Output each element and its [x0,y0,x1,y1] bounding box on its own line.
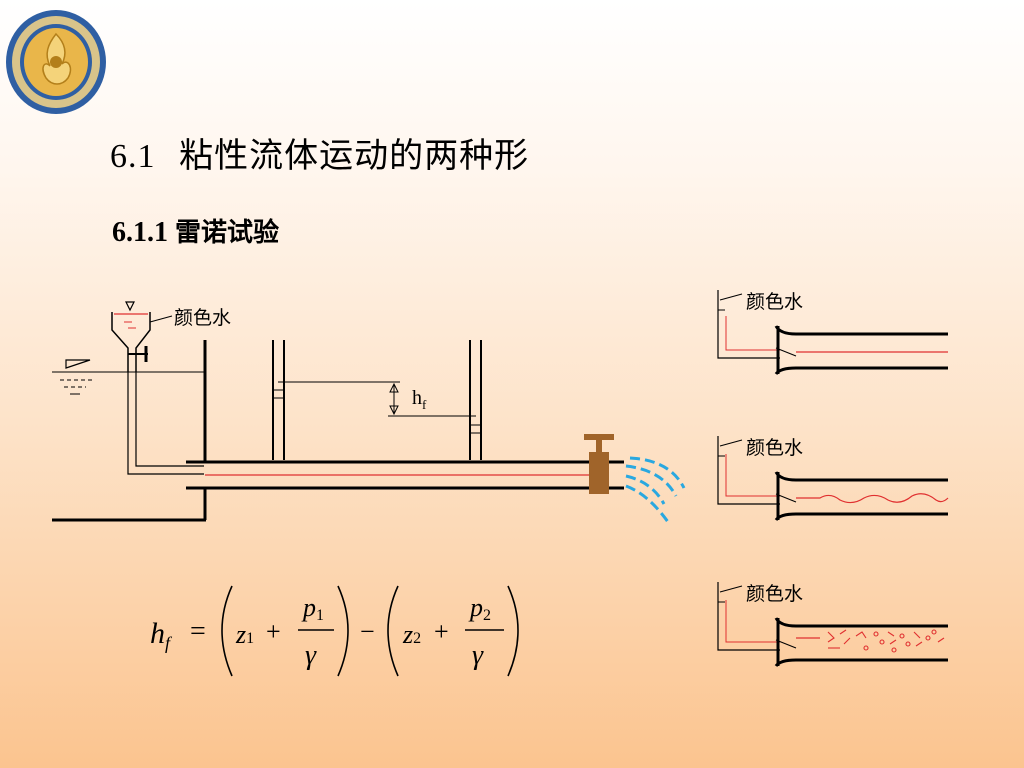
flow-panel-turbulent [717,582,948,667]
formula-z1: z1 [235,620,254,649]
university-seal-logo [6,10,106,114]
formula-left-paren-2 [387,585,399,677]
piezometer-tube-2 [469,340,482,460]
flow-panel-laminar [717,290,948,375]
flow-panel-turbulent-label: 颜色水 [746,583,803,605]
reynolds-apparatus: 颜色水 [52,301,686,523]
outlet-valve [584,434,614,494]
flow-panel-transition-label: 颜色水 [746,437,803,459]
piezometer-tube-1 [272,340,285,460]
formula-p1: p1 [301,593,324,624]
formula-right-paren-2 [507,585,519,677]
head-loss-indicator [278,381,476,417]
formula-right-paren-1 [337,585,349,677]
formula-p2: p2 [468,593,491,624]
dye-funnel [111,301,173,372]
apparatus-dye-label: 颜色水 [174,307,231,329]
page-title: 6.1 粘性流体运动的两种形 [110,128,529,177]
formula-left-paren-1 [221,585,233,677]
flow-panel-transition [717,436,949,521]
formula-minus: − [360,617,375,646]
formula-gamma-2: γ [472,640,484,671]
formula-gamma-1: γ [305,640,317,671]
subtitle-text: 雷诺试验 [175,218,280,248]
flow-panel-laminar-label: 颜色水 [746,291,803,313]
title-number: 6.1 [110,138,156,175]
formula-z2: z2 [402,620,421,649]
head-loss-label: hf [412,387,427,412]
head-loss-formula: hf = z1 + p1 γ − z2 + p2 γ [150,585,519,677]
subtitle-number: 6.1.1 [112,217,168,248]
title-text: 粘性流体运动的两种形 [179,136,530,176]
formula-plus-1: + [266,617,281,646]
section-subtitle: 6.1.1 雷诺试验 [112,212,279,249]
outlet-water-jet [625,456,686,523]
formula-lhs: hf [150,617,173,653]
formula-plus-2: + [434,617,449,646]
formula-equals: = [190,616,206,647]
